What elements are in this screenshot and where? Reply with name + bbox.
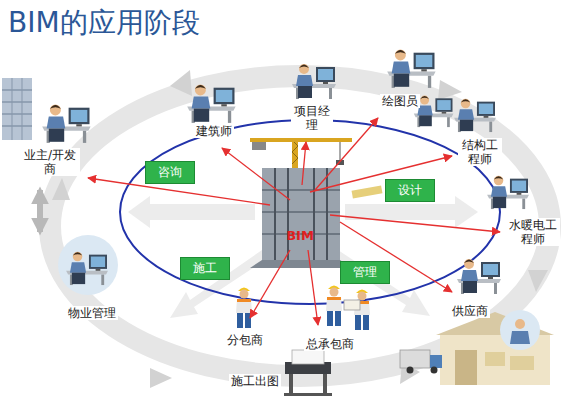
role-label: 供应商 xyxy=(450,304,490,318)
stage-name: 咨询 xyxy=(158,165,182,180)
role-label: 结构工程师 xyxy=(458,138,502,166)
role-label: 业主/开发商 xyxy=(20,148,80,176)
role-label: 分包商 xyxy=(225,333,265,347)
role-label: 绘图员 xyxy=(380,94,420,108)
stage-box: 设计 xyxy=(385,179,435,202)
role-label: 建筑师 xyxy=(194,124,234,138)
building-label: BIM xyxy=(286,229,314,243)
stage-name: 设计 xyxy=(398,183,422,198)
stage-box: 管理 xyxy=(340,261,390,284)
role-label: 水暖电工程师 xyxy=(506,218,560,246)
stage-box: 咨询 xyxy=(145,161,195,184)
stage-name: 管理 xyxy=(353,265,377,280)
stage-box: 施工 xyxy=(180,257,230,280)
output-label: 施工出图 xyxy=(229,374,281,388)
role-label: 物业管理 xyxy=(66,306,118,320)
stage-name: 施工 xyxy=(193,261,217,276)
role-label: 项目经理 xyxy=(291,104,333,132)
role-label: 总承包商 xyxy=(304,337,356,351)
diagram-title: BIM的应用阶段 xyxy=(8,4,200,42)
